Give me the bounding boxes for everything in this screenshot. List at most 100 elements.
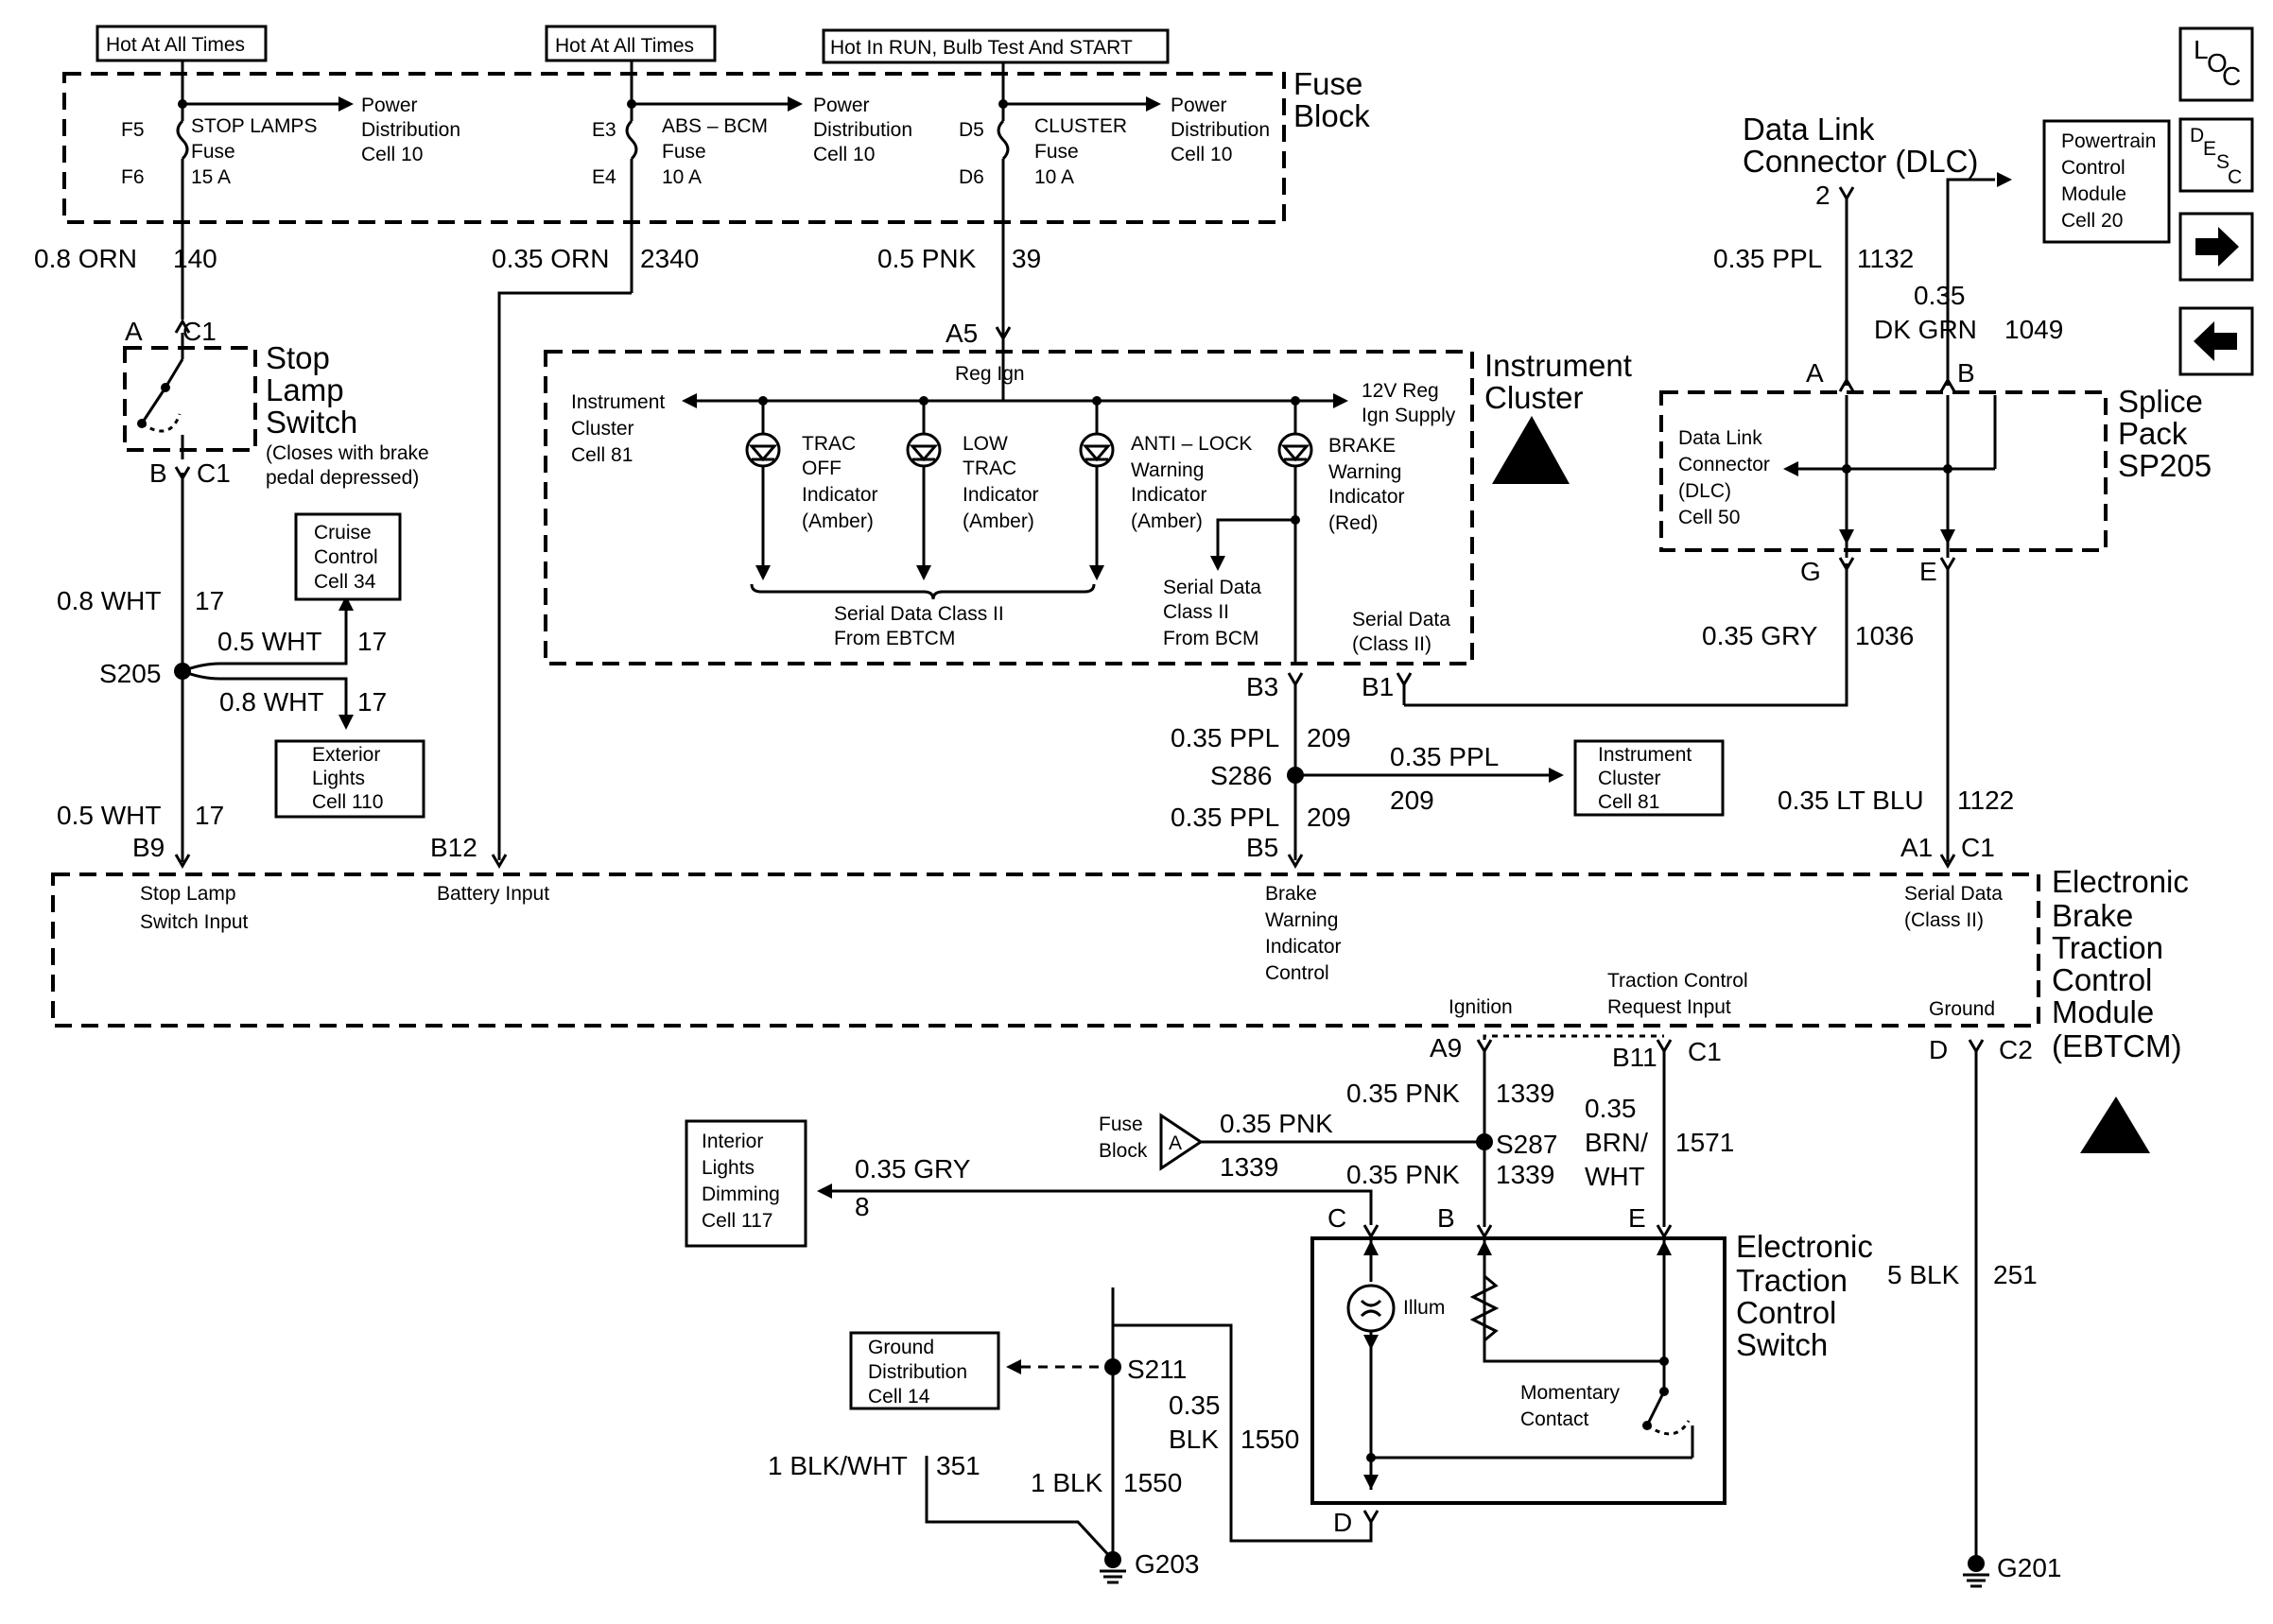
sd-bcm-label-3: From BCM [1163, 628, 1259, 649]
ebtcm-battery-input: Battery Input [437, 883, 549, 905]
wire-1036-color: 0.35 GRY [1702, 621, 1818, 650]
wire-209-circuit: 209 [1307, 723, 1351, 752]
wire-1122-circuit: 1122 [1957, 786, 2014, 815]
ebtcm-tcr-2: Request Input [1607, 996, 1731, 1018]
desc-letter-s: S [2216, 151, 2230, 173]
splice-s205: S205 [99, 659, 161, 688]
ic81-ref-2: Cluster [1598, 768, 1661, 789]
ebtcm-sd: Serial Data [1904, 883, 2003, 905]
next-page-button[interactable] [2178, 212, 2254, 282]
stop-fuse-rating: 15 A [191, 166, 231, 188]
dlc-pin: 2 [1815, 181, 1831, 210]
wire-1339c-color: 0.35 PNK [1346, 1160, 1460, 1189]
ext-ref-2: Lights [312, 768, 365, 789]
fuse-a-marker: A [1169, 1132, 1182, 1154]
switch-pin-b: B [1437, 1203, 1455, 1233]
wire-17b-color: 0.5 WHT [217, 627, 321, 656]
anti-lock-label: ANTI – LOCK [1131, 433, 1252, 455]
dlc-title-2: Connector (DLC) [1743, 144, 1978, 179]
trac-off-label: TRAC [802, 433, 856, 455]
stop-switch-title: Stop [266, 340, 330, 375]
wire-1339c-circuit: 1339 [1496, 1160, 1554, 1189]
dlc-cell-ref-4: Cell 50 [1678, 507, 1740, 528]
ild-ref-1: Interior [702, 1131, 763, 1152]
instrument-cluster: A5 Instrument Cluster Reg Ign 12V Reg Ig… [544, 319, 1632, 665]
fuse-pin-f5: F5 [121, 119, 145, 141]
resistor-icon [1469, 1274, 1500, 1342]
wire-39-color: 0.5 PNK [877, 244, 977, 273]
wire-1339-color: 0.35 PNK [1346, 1079, 1460, 1108]
wire-8-circuit: 8 [855, 1192, 870, 1221]
pd-ref-2b: Distribution [813, 119, 912, 141]
cluster-supply-2: Ign Supply [1362, 405, 1456, 426]
illum-label: Illum [1403, 1297, 1445, 1319]
sd-ebtcm-label: Serial Data Class II [834, 603, 1004, 625]
stop-switch-c1-b: C1 [197, 458, 231, 488]
wire-2340-color: 0.35 ORN [492, 244, 610, 273]
switch-title-2: Traction [1736, 1263, 1848, 1298]
wire-1571-color: 0.35 [1585, 1094, 1637, 1123]
ic81-ref-1: Instrument [1598, 744, 1692, 766]
ebtcm-tcr: Traction Control [1607, 970, 1748, 992]
wire-251-circuit: 251 [1993, 1260, 2038, 1289]
sp-title-2: Pack [2118, 416, 2188, 451]
esd-warning-icon-2 [2080, 1097, 2150, 1153]
trac-off-label-3: Indicator [802, 484, 878, 506]
prev-page-button[interactable] [2178, 306, 2254, 376]
stop-fuse-label: STOP LAMPS [191, 115, 317, 137]
ild-ref-2: Lights [702, 1157, 755, 1179]
ebtcm-title-6: (EBTCM) [2052, 1028, 2181, 1063]
ebtcm-c1: C1 [1961, 833, 1995, 862]
pd-ref-1c: Cell 10 [361, 144, 423, 165]
wire-8-color: 0.35 GRY [855, 1154, 971, 1183]
ebtcm-module: B9 B12 A1 C1 Electronic Brake Traction C… [51, 833, 2189, 1153]
sd-bcm-label: Serial Data [1163, 577, 1261, 598]
stop-lamp-switch: A C1 Stop Lamp Switch (Closes with brake… [123, 317, 429, 489]
pd-ref-2: Power [813, 95, 870, 116]
wire-140-color: 0.8 ORN [34, 244, 137, 273]
cluster-sd-label-2: (Class II) [1352, 633, 1431, 655]
trac-off-label-4: (Amber) [802, 510, 874, 532]
momentary-contact-label: Momentary [1520, 1382, 1621, 1404]
pd-ref-3: Power [1171, 95, 1227, 116]
pcm-ref-1: Powertrain [2061, 130, 2156, 152]
wire-17b-circuit: 17 [357, 627, 387, 656]
stop-fuse-label-2: Fuse [191, 141, 235, 163]
switch-title-4: Switch [1736, 1327, 1828, 1362]
ild-ref-3: Dimming [702, 1183, 780, 1205]
loc-letter-l: L [2194, 35, 2209, 64]
ebtcm-pin-a9: A9 [1430, 1033, 1462, 1063]
ebtcm-bw-ctrl-3: Indicator [1265, 936, 1342, 958]
cluster-out-ref: Instrument [571, 391, 665, 413]
ground-g203-label: G203 [1135, 1549, 1200, 1579]
cluster-out-ref-3: Cell 81 [571, 444, 633, 466]
cluster-pin-b3: B3 [1246, 672, 1278, 701]
arrow-left-icon [2194, 321, 2237, 361]
switch-pin-e: E [1628, 1203, 1646, 1233]
wire-1132-color: 0.35 PPL [1713, 244, 1822, 273]
wire-209b-color: 0.35 PPL [1390, 742, 1499, 771]
desc-button[interactable]: D E S C [2178, 117, 2254, 193]
anti-lock-label-3: Indicator [1131, 484, 1207, 506]
loc-button[interactable]: L O C [2178, 26, 2254, 102]
ebtcm-stop-input: Stop Lamp [140, 883, 236, 905]
sd-ebtcm-label-2: From EBTCM [834, 628, 955, 649]
low-trac-label: LOW [963, 433, 1008, 455]
fuse-block-ref: Fuse [1099, 1114, 1143, 1135]
wire-140-circuit: 140 [173, 244, 217, 273]
brake-indicator-label: BRAKE [1328, 435, 1396, 457]
switch-pin-d: D [1333, 1508, 1352, 1537]
ebtcm-title-2: Brake [2052, 898, 2133, 933]
ext-ref-3: Cell 110 [312, 791, 384, 813]
pcm-ref: Powertrain Control Module Cell 20 [1946, 119, 2171, 386]
ebtcm-pin-d: D [1929, 1035, 1948, 1064]
esd-warning-icon [1492, 416, 1570, 484]
pd-ref-2c: Cell 10 [813, 144, 875, 165]
pcm-ref-4: Cell 20 [2061, 210, 2123, 232]
cluster-sd-label: Serial Data [1352, 609, 1450, 631]
desc-letter-c: C [2228, 166, 2242, 188]
wire-1571-color-3: WHT [1585, 1162, 1645, 1191]
stop-switch-title-2: Lamp [266, 372, 344, 407]
anti-lock-indicator: ANTI – LOCK Warning Indicator (Amber) [1079, 396, 1252, 580]
